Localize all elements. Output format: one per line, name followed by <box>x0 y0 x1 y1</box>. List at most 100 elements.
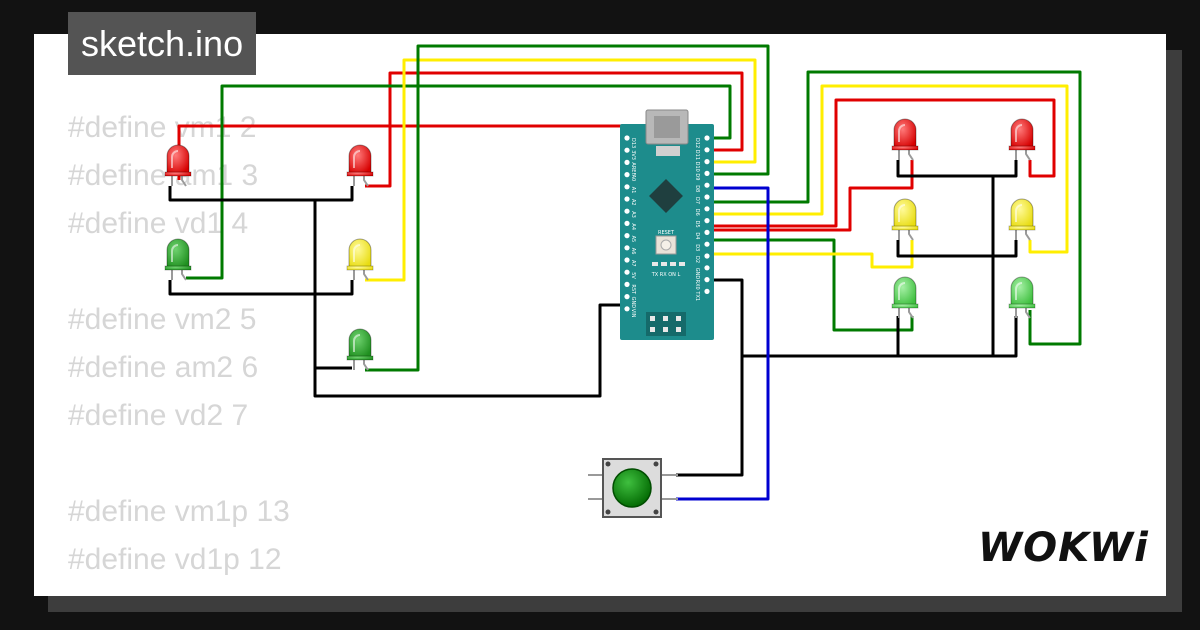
wire-black[interactable] <box>168 186 354 202</box>
led-green[interactable] <box>891 276 919 319</box>
code-line: #define am1 3 <box>68 159 259 192</box>
pin-header-right[interactable] <box>704 135 710 294</box>
wire-red[interactable] <box>708 98 1056 228</box>
pin-hole[interactable] <box>624 245 630 251</box>
button-cap[interactable] <box>612 468 652 508</box>
wire-yellow[interactable] <box>708 84 1069 254</box>
wire-black[interactable] <box>676 356 744 477</box>
pin-hole[interactable] <box>624 208 630 214</box>
pin-hole[interactable] <box>624 184 630 190</box>
wire-red[interactable] <box>365 71 744 188</box>
wire-green[interactable] <box>708 70 1082 346</box>
pin-hole[interactable] <box>624 257 630 263</box>
wire-black[interactable] <box>896 160 1018 178</box>
pushbutton[interactable] <box>588 458 678 518</box>
led-yellow[interactable] <box>1008 198 1036 241</box>
pin-label: D7 <box>694 197 700 204</box>
pin-hole[interactable] <box>704 170 710 176</box>
pin-hole[interactable] <box>704 206 710 212</box>
pin-hole[interactable] <box>704 241 710 247</box>
pin-label: 5V <box>630 272 636 279</box>
wire-black[interactable] <box>708 278 993 358</box>
pin-hole[interactable] <box>704 159 710 165</box>
pin-hole[interactable] <box>624 281 630 287</box>
pin-label: D8 <box>694 185 700 192</box>
pin-label: A2 <box>630 199 636 206</box>
pin-label: D9 <box>694 173 700 180</box>
pin-hole[interactable] <box>624 269 630 275</box>
pin-hole[interactable] <box>704 229 710 235</box>
pin-hole[interactable] <box>704 135 710 141</box>
led-red[interactable] <box>346 144 374 187</box>
pin-label: RST <box>630 284 636 295</box>
code-line: #define vd1 4 <box>68 207 249 240</box>
wire-green[interactable] <box>708 238 914 332</box>
wire-red[interactable] <box>708 160 914 232</box>
led-red[interactable] <box>164 144 192 187</box>
wire-black[interactable] <box>313 303 628 398</box>
pin-label: D6 <box>694 209 700 216</box>
pin-hole[interactable] <box>704 253 710 259</box>
pin-label: D5 <box>694 221 700 228</box>
pin-hole[interactable] <box>704 265 710 271</box>
pin-label: RX0 <box>694 280 700 290</box>
pin-label: A6 <box>630 248 636 255</box>
pin-header-left[interactable] <box>624 135 630 312</box>
pin-label: GND <box>694 268 700 280</box>
led-green[interactable] <box>346 328 374 371</box>
pin-hole[interactable] <box>624 196 630 202</box>
pin-label: D3 <box>694 244 700 251</box>
pin-hole[interactable] <box>624 135 630 141</box>
led-yellow[interactable] <box>346 238 374 281</box>
pin-hole[interactable] <box>704 277 710 283</box>
pin-label: D10 <box>694 162 700 172</box>
pin-hole[interactable] <box>624 159 630 165</box>
pin-label: AREF <box>630 162 636 175</box>
pin-hole[interactable] <box>624 306 630 312</box>
wire-yellow[interactable] <box>365 58 757 282</box>
code-line: #define vm2 5 <box>68 303 257 336</box>
led-green[interactable] <box>1008 276 1036 319</box>
arduino-nano[interactable]: RESET TX RX ON L D133V3AREFA0A1A2A3A4A5A… <box>620 109 714 340</box>
led-red[interactable] <box>891 118 919 161</box>
wire-green[interactable] <box>365 44 770 372</box>
board-led-labels: TX RX ON L <box>651 272 681 278</box>
wire-black[interactable] <box>313 200 352 370</box>
wokwi-logo: WOKWi <box>978 525 1149 571</box>
pin-hole[interactable] <box>624 220 630 226</box>
code-line: #define am2 6 <box>68 351 259 384</box>
wire-green[interactable] <box>186 84 732 280</box>
pin-hole[interactable] <box>624 233 630 239</box>
pin-label: GND <box>630 297 636 309</box>
wire-black[interactable] <box>168 280 354 296</box>
pin-hole[interactable] <box>704 182 710 188</box>
led-green[interactable] <box>164 238 192 281</box>
led-red[interactable] <box>1008 118 1036 161</box>
pin-label: A0 <box>630 175 636 182</box>
wire-blue[interactable] <box>676 186 770 501</box>
pin-hole[interactable] <box>624 172 630 178</box>
pin-label: TX1 <box>694 290 700 301</box>
pin-label: D13 <box>630 138 636 148</box>
wire-black[interactable] <box>993 240 1018 258</box>
wire-yellow[interactable] <box>708 240 914 269</box>
code-line: #define vm1p 13 <box>68 495 290 528</box>
pin-label: A5 <box>630 236 636 243</box>
led-yellow[interactable] <box>891 198 919 241</box>
wire-black[interactable] <box>993 316 1018 358</box>
pin-hole[interactable] <box>704 147 710 153</box>
pin-label: A1 <box>630 187 636 194</box>
pin-hole[interactable] <box>624 294 630 300</box>
reset-label: RESET <box>658 230 675 236</box>
pin-hole[interactable] <box>624 147 630 153</box>
wire-black[interactable] <box>896 176 995 258</box>
pin-label: D4 <box>694 232 700 239</box>
leds <box>164 118 1036 371</box>
pin-label: A3 <box>630 211 636 218</box>
pin-hole[interactable] <box>704 288 710 294</box>
pin-hole[interactable] <box>704 218 710 224</box>
pin-hole[interactable] <box>704 194 710 200</box>
code-line: #define vd1p 12 <box>68 543 282 576</box>
